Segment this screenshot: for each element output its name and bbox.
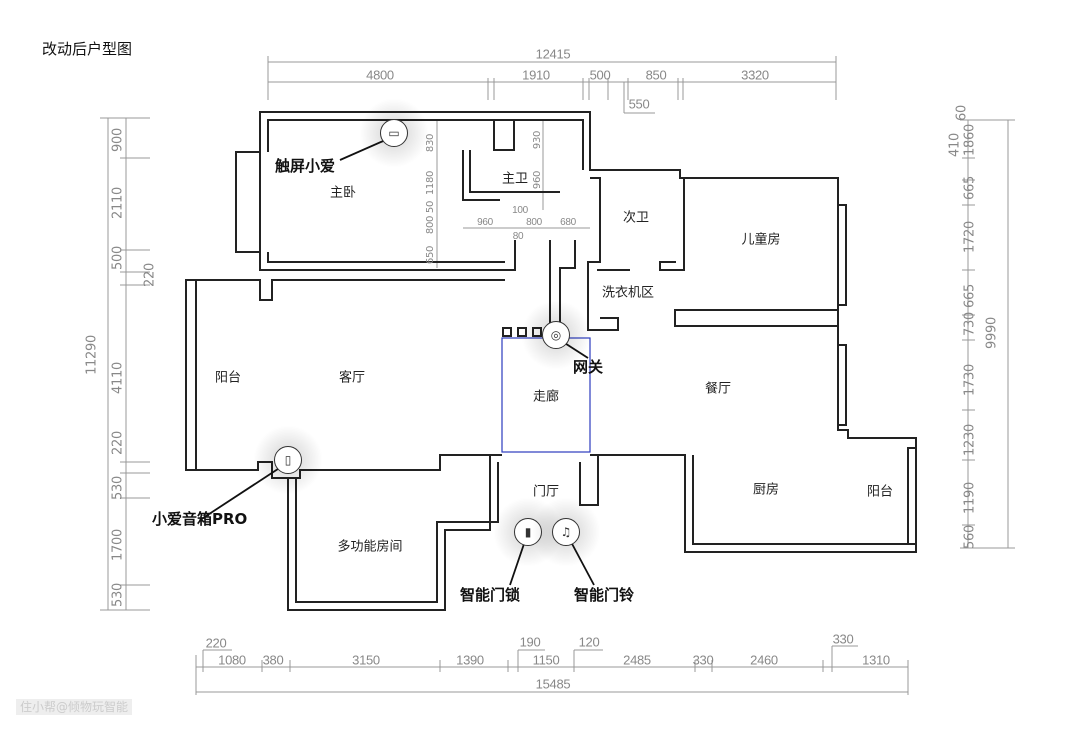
- dim-inner: 930: [532, 130, 543, 150]
- room-corridor: 走廊: [532, 389, 560, 405]
- dim-left: 900: [110, 128, 126, 152]
- dim-left: 4110: [110, 362, 126, 394]
- dim-bottom: 330: [832, 631, 854, 647]
- room-living: 客厅: [338, 370, 366, 386]
- dim-top: 500: [589, 67, 611, 83]
- dim-top: 1910: [522, 67, 550, 83]
- speaker-icon[interactable]: ▯: [274, 446, 302, 474]
- dim-bottom: 2485: [623, 652, 651, 668]
- dim-right: 665: [962, 176, 978, 200]
- touchscreen-icon[interactable]: ▭: [380, 119, 408, 147]
- dim-left: 530: [110, 476, 126, 500]
- dim-left: 220: [142, 263, 158, 287]
- dim-bottom: 1150: [532, 652, 560, 668]
- dim-bottom: 1080: [218, 652, 246, 668]
- dim-top: 4800: [366, 67, 394, 83]
- device-label-gateway: 网关: [573, 358, 604, 376]
- dim-right: 665: [962, 284, 978, 308]
- dim-bottom: 330: [692, 652, 714, 668]
- dim-bottom-total: 15485: [535, 676, 571, 692]
- dim-left: 530: [110, 583, 126, 607]
- dim-left: 220: [110, 431, 126, 455]
- watermark: 住小帮@倾物玩智能: [16, 699, 133, 715]
- room-second-bath: 次卫: [622, 210, 650, 226]
- dim-inner: 800: [526, 217, 542, 228]
- dim-inner: 80: [512, 231, 524, 242]
- room-laundry: 洗衣机区: [601, 285, 655, 301]
- device-label-doorbell: 智能门铃: [574, 586, 635, 604]
- room-kids: 儿童房: [741, 232, 781, 248]
- bell-icon[interactable]: ♫: [552, 518, 580, 546]
- dim-bottom: 220: [205, 635, 227, 651]
- dim-left: 2110: [110, 187, 126, 219]
- dim-inner: 960: [532, 170, 543, 190]
- dim-inner: 830: [425, 133, 436, 153]
- dim-bottom: 1390: [456, 652, 484, 668]
- dim-right: 1860: [962, 124, 978, 156]
- room-kitchen: 厨房: [752, 482, 780, 498]
- dim-right: 1720: [962, 221, 978, 253]
- dimension-lines: [100, 56, 1015, 695]
- lock-icon[interactable]: ▮: [514, 518, 542, 546]
- dim-right: 1190: [962, 482, 978, 514]
- dim-inner: 650: [425, 245, 436, 265]
- dim-left: 1700: [110, 529, 126, 561]
- dim-inner: 50: [425, 200, 436, 214]
- dim-inner: 680: [560, 217, 576, 228]
- dim-right: 730: [962, 312, 978, 336]
- dim-bottom: 380: [262, 652, 284, 668]
- dim-top: 3320: [741, 67, 769, 83]
- page-title: 改动后户型图: [42, 40, 133, 58]
- dim-right-total: 9990: [984, 317, 1000, 349]
- device-label-touch-xiaoai: 触屏小爱: [275, 157, 336, 175]
- dim-inner: 100: [512, 205, 528, 216]
- room-foyer: 门厅: [532, 484, 560, 500]
- dim-inner: 1180: [425, 170, 436, 196]
- dim-left-total: 11290: [84, 335, 100, 375]
- gateway-icon[interactable]: ◎: [542, 321, 570, 349]
- device-label-speaker-pro: 小爱音箱PRO: [152, 510, 248, 528]
- dim-right: 60: [954, 105, 970, 121]
- dim-top-extra: 550: [628, 96, 650, 112]
- dim-right: 560: [962, 525, 978, 549]
- room-balcony-right: 阳台: [866, 484, 894, 500]
- dim-right: 410: [947, 133, 963, 157]
- dim-bottom: 3150: [352, 652, 380, 668]
- device-label-door-lock: 智能门锁: [460, 586, 521, 604]
- dim-top: 850: [645, 67, 667, 83]
- dim-bottom: 1310: [862, 652, 890, 668]
- dim-inner: 960: [477, 217, 493, 228]
- room-balcony-left: 阳台: [214, 370, 242, 386]
- dim-bottom: 2460: [750, 652, 778, 668]
- dim-left: 500: [110, 246, 126, 270]
- dim-right: 1230: [962, 424, 978, 456]
- room-multi: 多功能房间: [337, 539, 403, 555]
- room-master-bedroom: 主卧: [329, 185, 357, 201]
- dim-bottom: 190: [519, 634, 541, 650]
- room-dining: 餐厅: [704, 381, 732, 397]
- dim-bottom: 120: [578, 634, 600, 650]
- room-master-bath: 主卫: [501, 171, 529, 187]
- walls: [185, 111, 917, 611]
- dim-inner: 800: [425, 215, 436, 235]
- dim-right: 1730: [962, 364, 978, 396]
- dim-top-total: 12415: [535, 46, 571, 62]
